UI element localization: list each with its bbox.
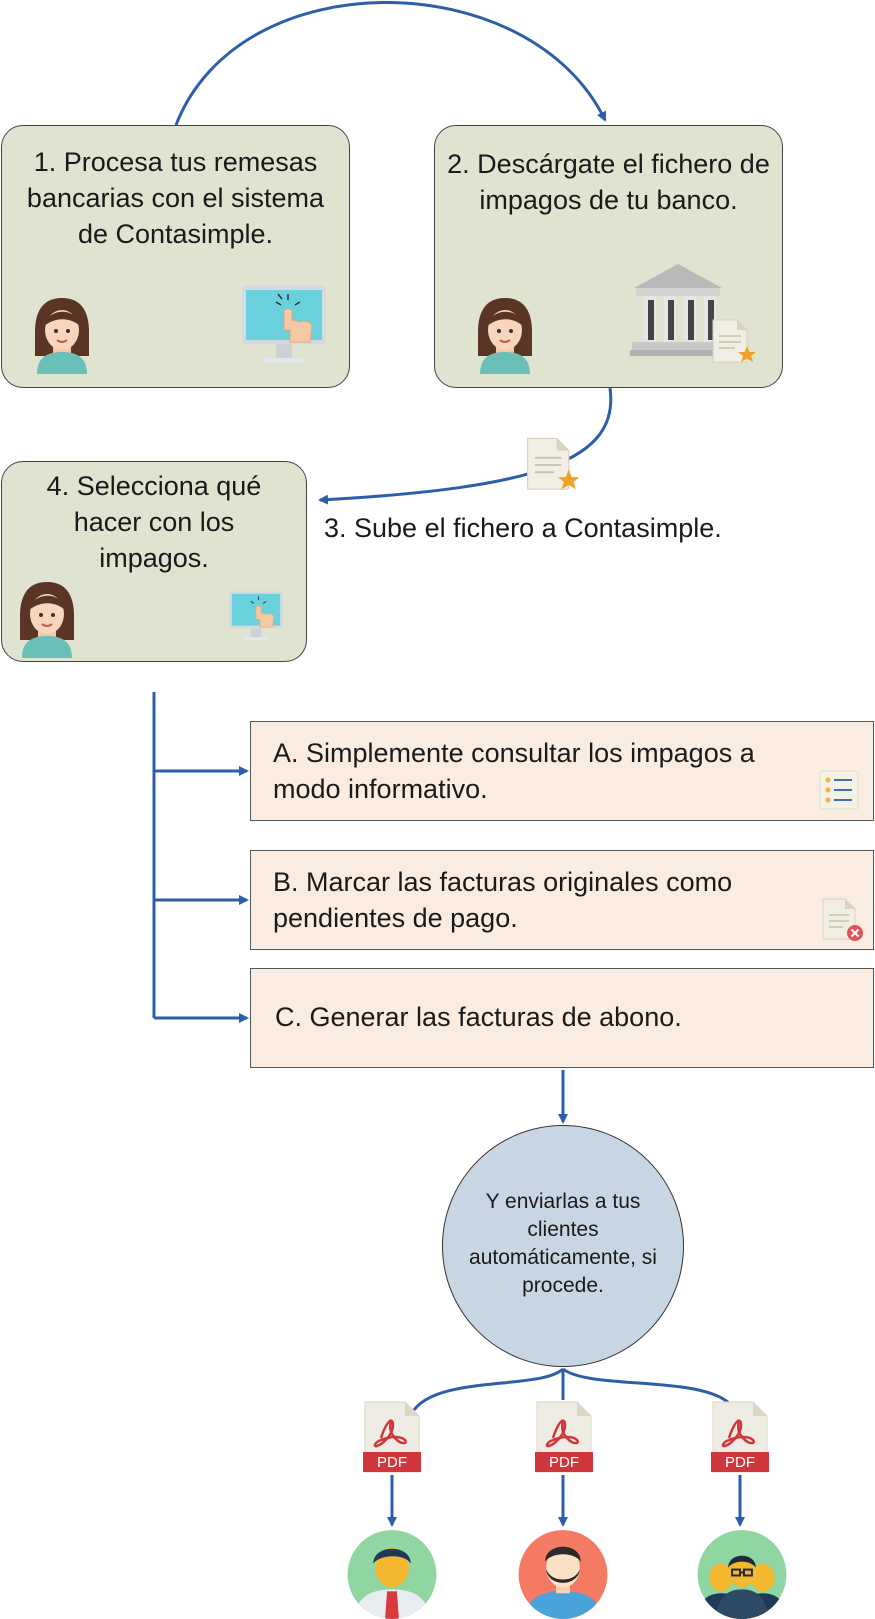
pdf-file-icon: PDF — [363, 1401, 421, 1473]
option-c-text: C. Generar las facturas de abono. — [275, 1002, 682, 1032]
document-remove-icon — [822, 898, 863, 941]
client-group-icon — [697, 1530, 787, 1619]
pdf-file-icon: PDF — [535, 1401, 593, 1473]
pdf-label: PDF — [549, 1454, 579, 1471]
pdf-label: PDF — [725, 1454, 755, 1471]
step-2-text: 2. Descárgate el fichero de impagos de t… — [447, 149, 770, 215]
step-1-text: 1. Procesa tus remesas bancarias con el … — [26, 147, 325, 249]
document-star-icon — [527, 437, 580, 490]
checklist-icon — [819, 770, 859, 810]
line-circle-to-pdf-right — [562, 1367, 732, 1406]
option-c-box: C. Generar las facturas de abono. — [250, 968, 874, 1068]
option-a-text: A. Simplemente consultar los impagos a m… — [273, 738, 755, 804]
monitor-touch-icon — [242, 286, 326, 363]
bank-building-icon — [630, 264, 726, 356]
final-circle: Y enviarlas a tus clientes automáticamen… — [442, 1125, 684, 1367]
option-b-box: B. Marcar las facturas originales como p… — [250, 850, 874, 950]
monitor-touch-icon — [229, 591, 283, 641]
final-circle-text: Y enviarlas a tus clientes automáticamen… — [469, 1190, 657, 1297]
pdf-file-icon: PDF — [711, 1401, 769, 1473]
step-3-label: 3. Sube el fichero a Contasimple. — [324, 513, 722, 543]
option-b-text: B. Marcar las facturas originales como p… — [273, 867, 733, 933]
document-star-icon — [712, 319, 756, 363]
line-circle-to-pdf-left — [412, 1367, 565, 1411]
step-2-box: 2. Descárgate el fichero de impagos de t… — [434, 125, 783, 388]
step-4-box: 4. Selecciona qué hacer con los impagos. — [1, 461, 307, 662]
pdf-label: PDF — [377, 1454, 407, 1471]
woman-avatar-icon — [478, 298, 532, 374]
step-1-box: 1. Procesa tus remesas bancarias con el … — [1, 125, 350, 388]
client-man-tie-icon — [347, 1530, 437, 1619]
step-4-text: 4. Selecciona qué hacer con los impagos. — [46, 471, 262, 573]
option-a-box: A. Simplemente consultar los impagos a m… — [250, 721, 874, 821]
woman-avatar-icon — [20, 582, 74, 658]
woman-avatar-icon — [35, 298, 89, 374]
arrow-step1-to-step2 — [174, 1, 607, 126]
client-bearded-man-icon — [518, 1530, 608, 1619]
